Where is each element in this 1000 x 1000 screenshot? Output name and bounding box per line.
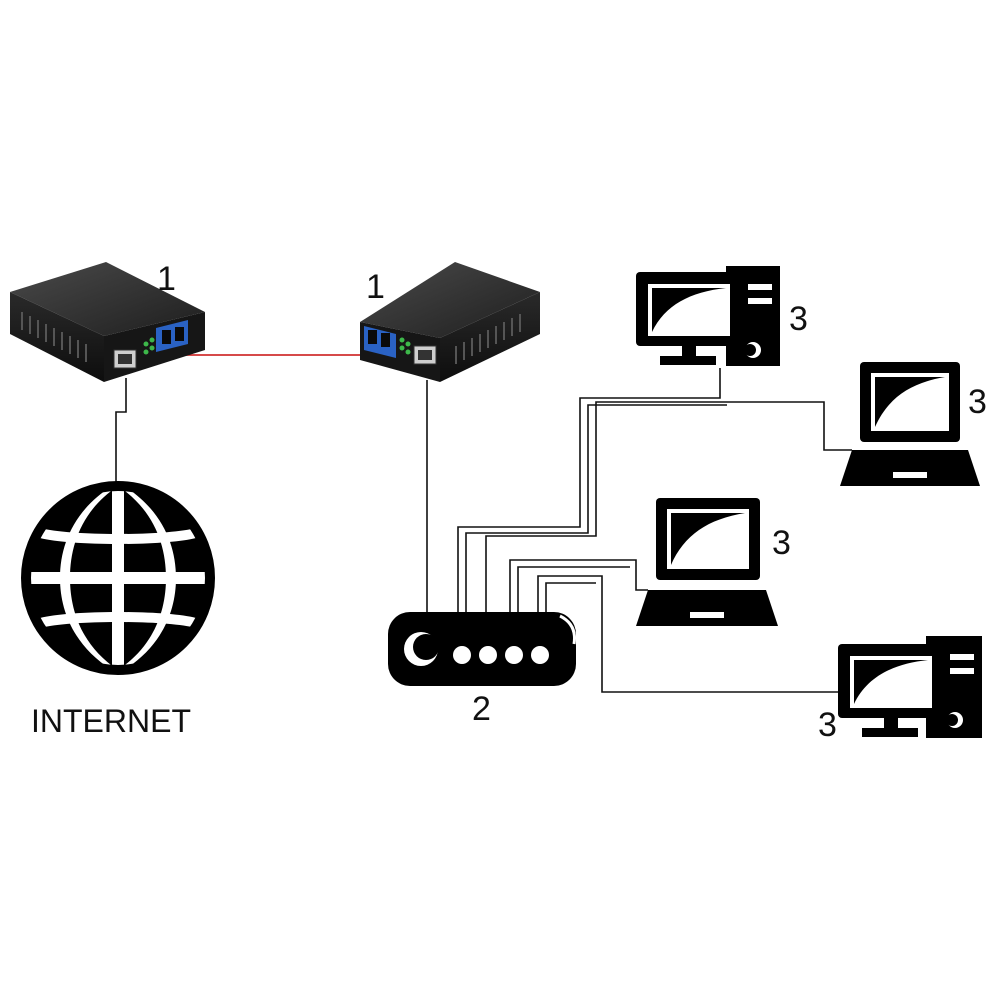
router [388, 612, 576, 686]
internet-globe [21, 481, 215, 675]
connection-wires [115, 354, 852, 693]
label-internet: INTERNET [31, 703, 191, 739]
label-router: 2 [472, 690, 491, 728]
laptop-icon [636, 498, 778, 626]
label-laptop-top: 3 [968, 383, 987, 421]
label-laptop-middle: 3 [772, 524, 791, 562]
wire-router-to-laptop-top [485, 401, 852, 612]
media-converter-icon [360, 262, 540, 382]
wire-router-to-pc-bottom [537, 575, 840, 693]
laptop-top [840, 362, 980, 486]
globe-icon [21, 481, 215, 675]
desktop-computer-icon [838, 636, 982, 738]
media-converter-right [360, 262, 540, 382]
label-converter-right: 1 [366, 268, 385, 306]
wire-router-to-pc-top [457, 368, 721, 612]
wire-router-to-laptop-mid [509, 559, 648, 612]
wire-internet-to-converter [115, 378, 127, 482]
media-converter-left [10, 262, 205, 382]
router-icon [388, 612, 576, 686]
label-pc-top: 3 [789, 300, 808, 338]
desktop-computer-bottom [838, 636, 982, 738]
media-converter-icon [10, 262, 205, 382]
laptop-icon [840, 362, 980, 486]
label-pc-bottom: 3 [818, 706, 837, 744]
desktop-computer-icon [636, 266, 780, 366]
desktop-computer-top [636, 266, 780, 366]
label-converter-left: 1 [157, 260, 176, 298]
laptop-middle [636, 498, 778, 626]
